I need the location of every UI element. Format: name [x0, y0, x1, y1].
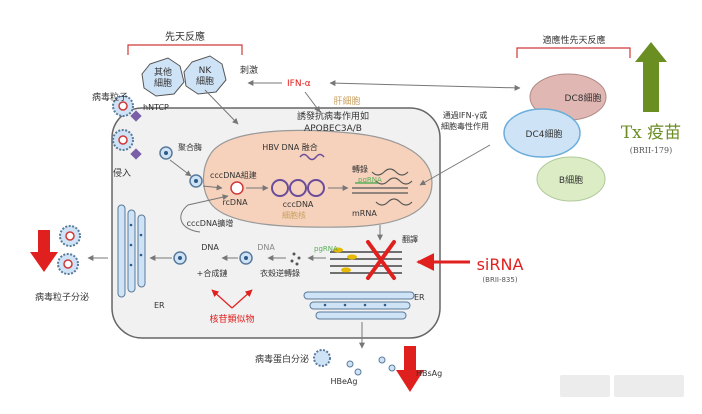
er2-label: ER [414, 293, 425, 302]
entry-virion-1 [112, 95, 134, 117]
to-rcdna-arrow [202, 184, 223, 191]
capsid-2 [189, 174, 203, 188]
dna1-label: DNA [201, 243, 219, 252]
cccdna-circle-2 [289, 179, 307, 197]
entry-path-arrow [169, 159, 192, 177]
nucleoside-analog-lines [211, 289, 253, 309]
reverse-transcription-label: 衣殼逆轉錄 [260, 268, 300, 278]
nk-cells-shape [183, 55, 227, 95]
nk-cells-line1: NK [199, 66, 213, 76]
watermark-blur-1 [560, 375, 610, 397]
entry-label: 侵入 [113, 167, 131, 179]
antiviral-line2: APOBEC3A/B [304, 124, 362, 134]
translation-label: 翻譯 [402, 234, 418, 244]
sirna-block-x [366, 240, 396, 280]
nucleus-shape [202, 129, 433, 228]
er-bottom [303, 291, 415, 320]
liver-cell-label: 肝細胞 [333, 95, 360, 107]
dna2-label: DNA [257, 243, 275, 252]
rcdna-circle [230, 181, 244, 195]
hbeag-label: HBeAg [331, 377, 358, 386]
secreted-virion-2 [57, 253, 79, 275]
secreted-virion-1 [59, 225, 81, 247]
adaptive-bracket [516, 47, 631, 58]
rcdna-label: rcDNA [222, 198, 248, 207]
hbsag-reduction-arrow [396, 346, 424, 392]
ifn-adaptive-arrow [329, 80, 521, 91]
hbsag-particles [378, 356, 396, 372]
er1-label: ER [154, 301, 165, 310]
cccdna-circle-3 [307, 179, 325, 197]
pgrna-label: pgRNA [358, 176, 382, 184]
ribosomes [333, 247, 357, 273]
virion-label: 病毒粒子 [92, 91, 128, 103]
ntcp-receptor-2 [130, 148, 142, 160]
b-cell-label: B細胞 [559, 174, 583, 186]
innate-bracket [127, 44, 243, 55]
dna-capsid-1 [173, 251, 187, 265]
protein-secretion-label: 病毒蛋白分泌 [255, 353, 309, 365]
vaccine-code: (BRII-179) [630, 146, 672, 155]
sirna-label: siRNA [477, 255, 524, 274]
cccdna-label: cccDNA [283, 200, 314, 209]
other-cells-line2: 細胞 [154, 77, 172, 89]
nucleoside-label: 核苷類似物 [209, 313, 254, 325]
mrna-label: mRNA [352, 209, 377, 218]
stimulate-label: 刺激 [240, 64, 258, 76]
vaccine-title: Tx 疫苗 [621, 123, 681, 143]
via-ifn-line2: 細胞毒性作用 [441, 121, 489, 131]
dc4-cell [503, 108, 581, 158]
nucleus-label: 細胞核 [282, 210, 306, 220]
polymerase-label: 聚合酶 [178, 142, 202, 152]
b-cell [536, 156, 606, 202]
other-cells-line1: 其他 [154, 66, 172, 78]
translation-strands [330, 251, 402, 274]
entry-virion-2 [112, 129, 134, 151]
hbeag-particle [313, 349, 331, 367]
watermark-blur-2 [614, 375, 684, 397]
dc8-label: DC8細胞 [565, 92, 602, 104]
ifn-label: IFN-α [287, 79, 311, 89]
transcription-label: 轉錄 [352, 164, 368, 174]
via-ifn-line1: 通過IFN-γ或 [443, 110, 488, 120]
nk-cells-line2: 細胞 [196, 75, 214, 87]
ifn-to-cell-arrow [304, 91, 321, 113]
pgrna2-label: pgRNA [314, 245, 338, 253]
er-bottom-dots [323, 303, 387, 307]
hbv-dna-integration-squiggle [299, 153, 325, 161]
virion-secretion-label: 病毒粒子分泌 [35, 291, 89, 303]
dna-capsid-2 [239, 251, 253, 265]
other-cells-shape [141, 57, 185, 97]
cccdna-circle-1 [271, 179, 289, 197]
amplification-label: cccDNA擴增 [187, 218, 234, 228]
vaccine-arrow [635, 42, 667, 112]
virion-reduction-arrow [30, 230, 58, 272]
polymerase-capsid [159, 146, 173, 160]
ntcp-label: hNTCP [143, 103, 169, 112]
integration-label: HBV DNA 融合 [262, 142, 317, 152]
adaptive-to-nucleus-arrow [419, 144, 491, 186]
amplification-arrow [180, 194, 229, 233]
innate-title: 先天反應 [165, 30, 205, 43]
hbeag-small-particles [346, 360, 362, 376]
er-left-dots [129, 223, 143, 267]
sirna-code: (BRII-835) [482, 276, 517, 284]
stimulate-arrow [204, 89, 239, 125]
transcription-lines [352, 168, 413, 206]
pgrna-capsid-fragments [290, 252, 301, 266]
plus-strand-label: +合成鏈 [197, 268, 228, 278]
cccdna-build-label: cccDNA組建 [210, 170, 257, 180]
antiviral-line1: 誘發抗病毒作用如 [297, 110, 369, 122]
dc4-label: DC4細胞 [526, 128, 563, 140]
hbsag-label: HBsAg [416, 369, 442, 378]
er-left [117, 204, 146, 298]
adaptive-title: 適應性先天反應 [542, 34, 605, 46]
